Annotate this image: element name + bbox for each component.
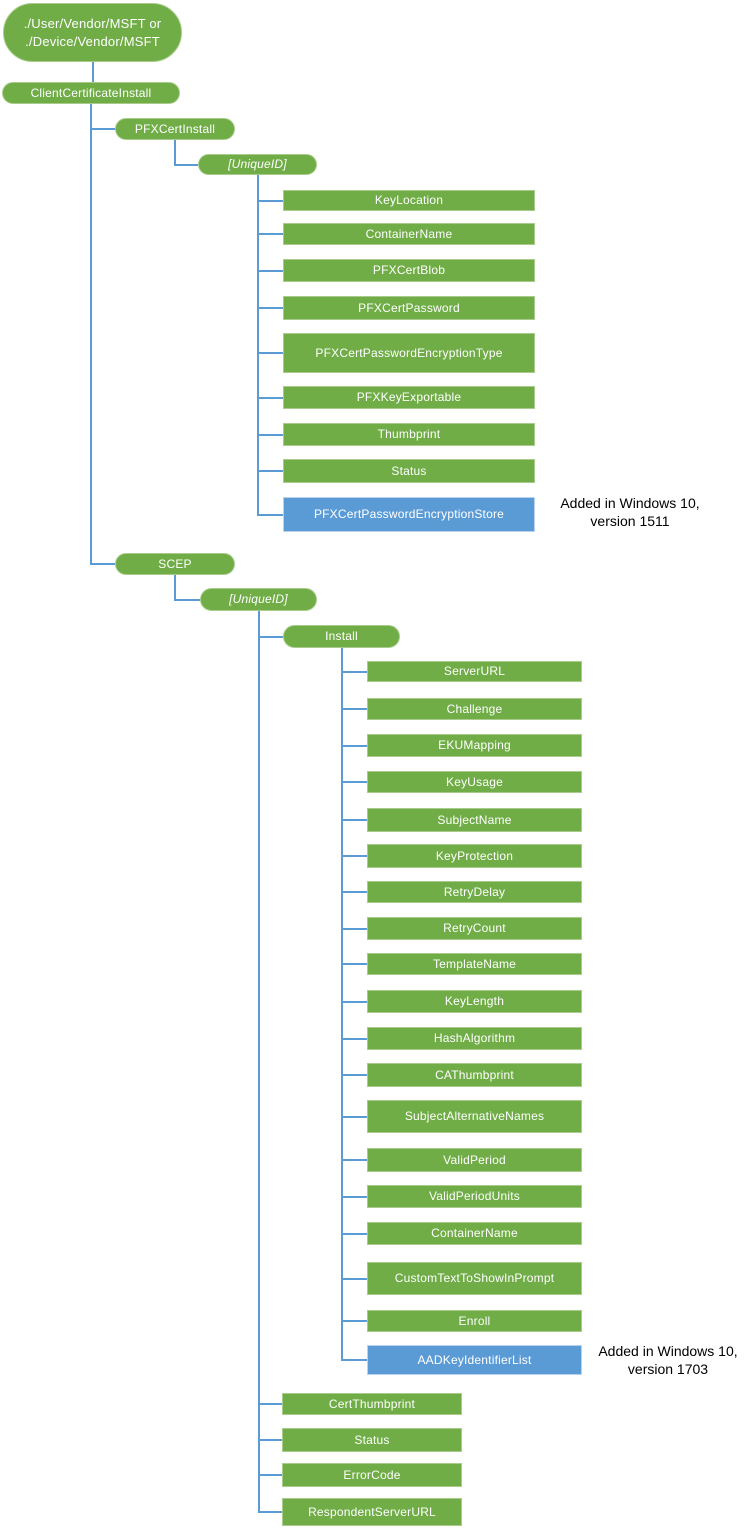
node-keylocation: KeyLocation — [283, 190, 535, 211]
connector-install-validperiod — [341, 1159, 367, 1161]
connector-uniqueid-pfx-thumbprint — [257, 434, 283, 436]
node-uniqueid-scep: [UniqueID] — [200, 588, 317, 611]
node-uniqueid-pfx: [UniqueID] — [198, 154, 317, 175]
node-challenge: Challenge — [367, 698, 582, 720]
node-containername-pfx: ContainerName — [283, 223, 535, 245]
node-templatename: TemplateName — [367, 953, 582, 975]
connector-install-retrycount — [341, 928, 367, 930]
connector-pfxcertinstall-uniqueid-pfx — [174, 164, 198, 166]
node-cathumbprint: CAThumbprint — [367, 1063, 582, 1087]
node-keyprotection: KeyProtection — [367, 844, 582, 868]
node-keyusage: KeyUsage — [367, 771, 582, 793]
connector-trunk-install — [341, 648, 343, 1361]
node-clientcertificateinstall: ClientCertificateInstall — [2, 82, 180, 104]
connector-install-subjectname — [341, 819, 367, 821]
connector-install-keylength — [341, 1001, 367, 1003]
annotation-note-1511: Added in Windows 10, version 1511 — [560, 495, 700, 530]
connector-uniqueid-scep-errorcode — [258, 1474, 282, 1476]
connector-install-hashalgorithm — [341, 1038, 367, 1040]
node-retrycount: RetryCount — [367, 917, 582, 940]
node-thumbprint: Thumbprint — [283, 423, 535, 446]
connector-uniqueid-pfx-keylocation — [257, 200, 283, 202]
connector-uniqueid-scep-certthumbprint — [258, 1403, 282, 1405]
node-subjectalternativenames: SubjectAlternativeNames — [367, 1100, 582, 1133]
node-certthumbprint: CertThumbprint — [282, 1393, 462, 1415]
connector-uniqueid-pfx-pfxkeyexportable — [257, 397, 283, 399]
node-retrydelay: RetryDelay — [367, 881, 582, 903]
connector-install-templatename — [341, 963, 367, 965]
node-pfxcertpasswordencryptiontype: PFXCertPasswordEncryptionType — [283, 333, 535, 373]
connector-trunk-clientcertificateinstall — [90, 104, 92, 565]
node-ekumapping: EKUMapping — [367, 734, 582, 757]
connector-install-keyprotection — [341, 855, 367, 857]
connector-trunk-scep — [174, 575, 176, 601]
connector-uniqueid-pfx-containername-pfx — [257, 233, 283, 235]
connector-install-validperiodunits — [341, 1196, 367, 1198]
connector-install-subjectalternativenames — [341, 1116, 367, 1118]
connector-install-cathumbprint — [341, 1074, 367, 1076]
node-status-pfx: Status — [283, 459, 535, 483]
node-customtexttoshowinprompt: CustomTextToShowInPrompt — [367, 1262, 582, 1295]
node-respondentserverurl: RespondentServerURL — [282, 1498, 462, 1526]
connector-trunk-pfxcertinstall — [174, 140, 176, 166]
connector-uniqueid-pfx-status-pfx — [257, 470, 283, 472]
connector-install-enroll — [341, 1320, 367, 1322]
connector-clientcertificateinstall-scep — [90, 563, 115, 565]
connector-install-ekumapping — [341, 745, 367, 747]
connector-uniqueid-pfx-pfxcertpasswordencryptionstore — [257, 514, 283, 516]
connector-uniqueid-pfx-pfxcertblob — [257, 270, 283, 272]
node-root: ./User/Vendor/MSFT or ./Device/Vendor/MS… — [3, 3, 182, 62]
node-errorcode: ErrorCode — [282, 1463, 462, 1487]
node-pfxcertpassword: PFXCertPassword — [283, 296, 535, 320]
node-validperiod: ValidPeriod — [367, 1148, 582, 1172]
node-pfxkeyexportable: PFXKeyExportable — [283, 386, 535, 409]
connector-uniqueid-scep-install — [258, 636, 283, 638]
node-status-scep: Status — [282, 1428, 462, 1452]
connector-uniqueid-pfx-pfxcertpasswordencryptiontype — [257, 352, 283, 354]
connector-clientcertificateinstall-pfxcertinstall — [90, 128, 115, 130]
node-keylength: KeyLength — [367, 990, 582, 1013]
node-pfxcertinstall: PFXCertInstall — [115, 118, 235, 140]
connector-uniqueid-pfx-pfxcertpassword — [257, 307, 283, 309]
node-containername-scep: ContainerName — [367, 1222, 582, 1245]
node-scep: SCEP — [115, 553, 235, 575]
node-enroll: Enroll — [367, 1310, 582, 1332]
connector-install-serverurl — [341, 671, 367, 673]
connector-install-aadkeyidentifierlist — [341, 1359, 367, 1361]
connector-uniqueid-scep-respondentserverurl — [258, 1511, 282, 1513]
connector-scep-uniqueid-scep — [174, 599, 200, 601]
node-serverurl: ServerURL — [367, 661, 582, 682]
connector-install-keyusage — [341, 781, 367, 783]
connector-install-customtexttoshowinprompt — [341, 1278, 367, 1280]
connector-trunk-uniqueid-pfx — [257, 175, 259, 516]
connector-install-containername-scep — [341, 1233, 367, 1235]
connector-install-challenge — [341, 708, 367, 710]
node-aadkeyidentifierlist: AADKeyIdentifierList — [367, 1345, 582, 1375]
connector-trunk-uniqueid-scep — [258, 611, 260, 1513]
connector-root-clientcertificateinstall — [92, 62, 94, 82]
node-validperiodunits: ValidPeriodUnits — [367, 1185, 582, 1208]
connector-install-retrydelay — [341, 891, 367, 893]
node-hashalgorithm: HashAlgorithm — [367, 1027, 582, 1050]
node-pfxcertblob: PFXCertBlob — [283, 259, 535, 282]
annotation-note-1703: Added in Windows 10, version 1703 — [598, 1343, 738, 1378]
connector-uniqueid-scep-status-scep — [258, 1439, 282, 1441]
node-pfxcertpasswordencryptionstore: PFXCertPasswordEncryptionStore — [283, 497, 535, 532]
node-subjectname: SubjectName — [367, 808, 582, 832]
node-install: Install — [283, 625, 400, 648]
